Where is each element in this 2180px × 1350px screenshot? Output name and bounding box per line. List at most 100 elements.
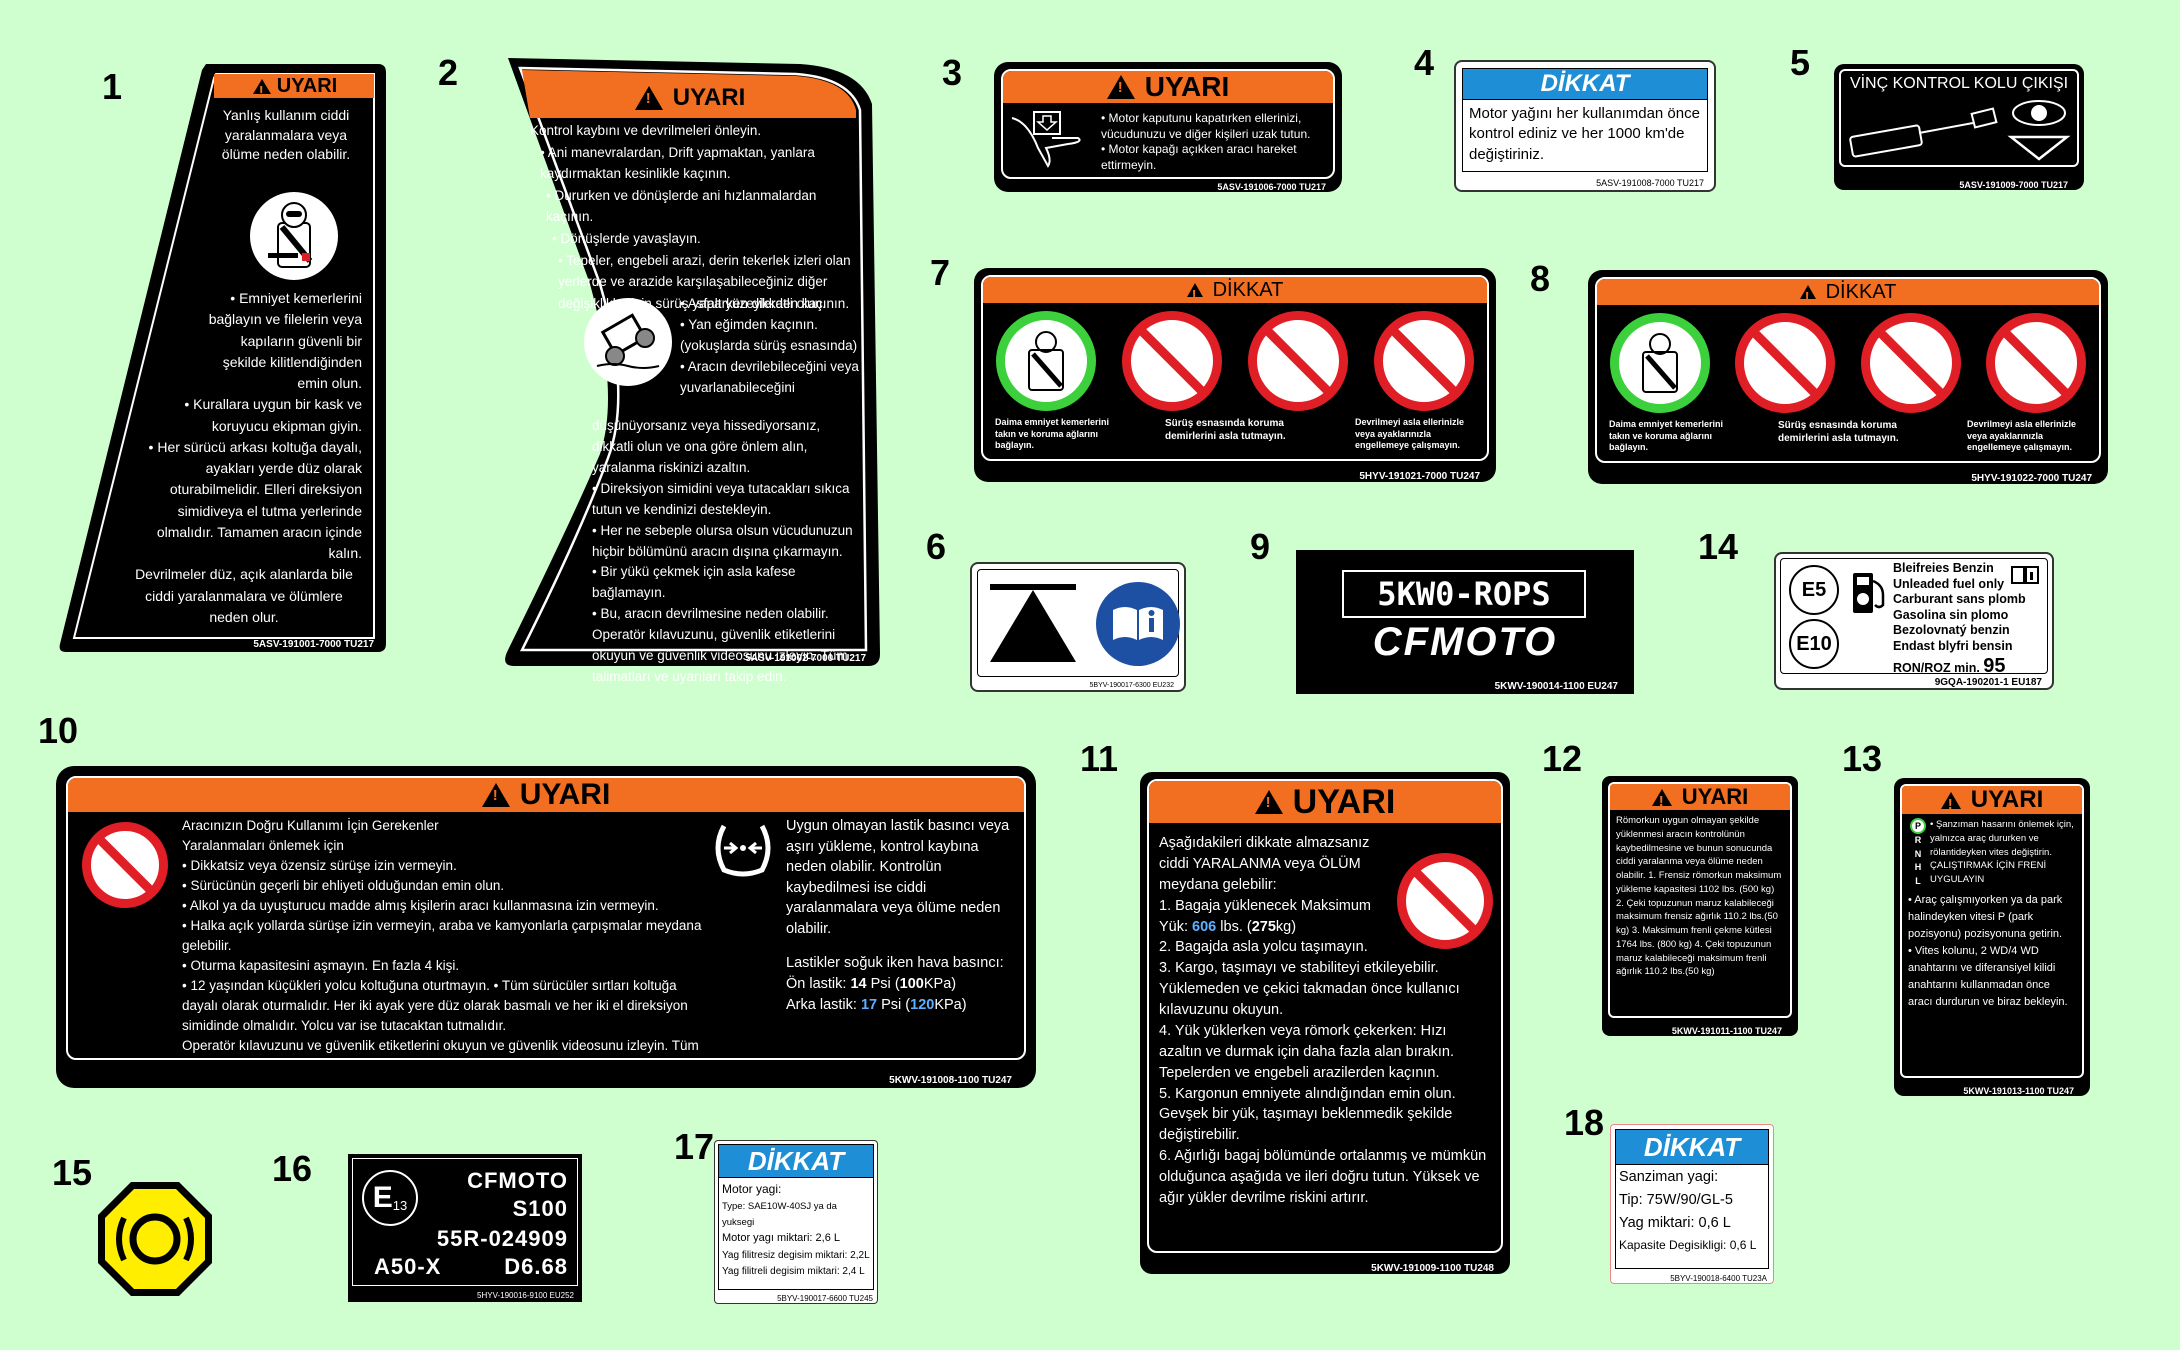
label-number-3: 3 [942,52,963,93]
label-16-value: D6.68 [504,1254,568,1279]
warning-triangle-icon [634,86,663,110]
label-16-model: S100 [512,1196,568,1221]
label-16-brand: CFMOTO [467,1168,568,1193]
label-9-brand: CFMOTO [1372,620,1558,664]
label-2-body-bottom: düşünüyorsanız veya hissediyorsanız, dik… [592,418,853,685]
label-16-class: A50-X [374,1254,442,1279]
label-11-body: Aşağıdakileri dikkate almazsanız ciddi Y… [1149,823,1501,1251]
label-16-code: 5HYV-190016-9100 EU252 [477,1291,574,1300]
label-number-7: 7 [930,252,951,293]
label-2-header: UYARI [540,80,840,116]
label-9-code: 5KWV-190014-1100 EU247 [1494,681,1618,692]
rollover-icon [584,298,672,386]
label-10-header: UYARI [68,778,1024,812]
label-3-code: 5ASV-191006-7000 TU217 [1217,182,1326,192]
label-number-16: 16 [272,1148,313,1189]
rear-tire-pressure: Arka lastik: 17 Psi (120KPa) [786,996,967,1013]
label-8-caution-pictograms: DİKKAT Daima emniyet kemerlerini takın v… [1588,270,2108,484]
read-manual-icon [1096,582,1180,666]
warning-triangle-icon [1254,790,1283,814]
label-number-10: 10 [38,710,79,751]
no-hold-bar-icon [1735,313,1836,413]
label-6-tip-manual: 5BYV-190017-6300 EU232 [970,562,1186,692]
label-2-code: 5ASV-191002-7000 TU217 [745,653,866,664]
label-13-code: 5KWV-191013-1100 TU247 [1963,1086,2074,1096]
seatbelt-ok-icon [996,311,1096,411]
seatbelt-ok-icon [1609,313,1710,413]
label-12-header: UYARI [1610,784,1790,810]
label-16-approval: 55R-024909 [436,1226,568,1251]
no-passenger-cargo-icon [1397,853,1493,949]
label-7-code: 5HYV-191021-7000 TU247 [1359,471,1480,482]
label-number-1: 1 [102,66,123,107]
label-number-9: 9 [1250,526,1271,567]
label-number-13: 13 [1842,738,1883,779]
label-9-model: 5KW0-ROPS [1342,570,1586,618]
label-number-5: 5 [1790,42,1811,83]
label-17-header: DİKKAT [719,1145,873,1178]
no-hold-rail-icon [1248,311,1348,411]
label-11-code: 5KWV-191009-1100 TU248 [1371,1263,1494,1274]
warning-triangle-icon [1106,75,1135,99]
e5-badge: E5 [1789,565,1839,615]
warning-triangle-icon [252,78,271,100]
no-alcohol-drugs-icon [82,822,168,908]
label-number-17: 17 [674,1126,715,1167]
label-1-code: 5ASV-191001-7000 TU217 [253,639,374,650]
label-number-6: 6 [926,526,947,567]
label-13-top-text: • Şanzıman hasarını önlemek için, yalnız… [1930,819,2074,886]
label-14-fuel: E5 E10 Bleifreies Benzin Unleaded fuel o… [1774,552,2054,690]
hand-pinch-icon [1003,103,1093,177]
label-13-body: • Araç çalışmıyorken ya da park halindey… [1908,894,2068,1009]
label-17-code: 5BYV-190017-6600 TU245 [777,1294,873,1303]
label-11-header: UYARI [1149,781,1501,823]
label-18-gear-oil-caution: DİKKAT Sanziman yagi: Tip: 75W/90/GL-5 Y… [1610,1124,1774,1284]
label-10-right-body: Uygun olmayan lastik basıncı veya aşırı … [782,812,1024,1058]
label-13-header: UYARI [1902,786,2082,814]
label-3-body: • Motor kaputunu kapatırken ellerinizi, … [1101,111,1311,172]
label-2-body-side: • Asfalt yüzeylerden kaçının. • Yan eğim… [680,296,859,395]
e10-badge: E10 [1789,619,1839,669]
label-1-seatbelt-warning: UYARI Yanlış kullanım ciddi yaralanmalar… [56,58,388,656]
winch-connector-icon [1849,100,2071,161]
label-number-8: 8 [1530,258,1551,299]
label-12-text: Römorkun uygun olmayan şekilde yüklenmes… [1616,815,1782,978]
label-2-rollover-warning: UYARI Kontrol kaybını ve devrilmeleri ön… [500,54,884,684]
label-18-body: Sanziman yagi: Tip: 75W/90/GL-5 Yag mikt… [1619,1169,1757,1252]
label-8-code: 5HYV-191022-7000 TU247 [1971,473,2092,484]
label-5-header: VİNÇ KONTROL KOLU ÇIKIŞI [1849,75,2069,92]
label-8-header: DİKKAT [1597,279,2099,306]
label-1-body: • Emniyet kemerlerini bağlayın ve filele… [135,290,362,625]
label-number-12: 12 [1542,738,1583,779]
fuel-pump-icon [1853,573,1885,613]
label-number-4: 4 [1414,42,1435,83]
label-3-header: UYARI [1003,71,1333,103]
label-14-text: Bleifreies Benzin Unleaded fuel only Car… [1893,561,2026,677]
front-tire-pressure: Ön lastik: 14 Psi (100KPa) [786,976,957,993]
label-9-rops-plate: 5KW0-ROPS CFMOTO 5KWV-190014-1100 EU247 [1296,550,1634,694]
tip-over-triangle-icon [990,584,1076,662]
seatbelt-icon [250,192,338,280]
label-18-header: DİKKAT [1616,1130,1768,1165]
brake-warning-octagon-icon [96,1180,214,1298]
no-hold-rail-icon [1860,313,1961,413]
label-10-usage-warning: UYARI Aracınızın Doğru Kullanımı İçin Ge… [56,766,1036,1088]
label-18-code: 5BYV-190018-6400 TU23A [1670,1274,1767,1283]
label-14-code: 9GQA-190201-1 EU187 [1934,677,2042,688]
tire-pressure-icon [710,820,782,880]
read-manual-icon [2011,566,2039,584]
warning-triangle-icon [1186,283,1203,304]
label-4-text: Motor yağını her kullanımdan önce kontro… [1469,105,1700,163]
label-10-left-body: Aracınızın Doğru Kullanımı İçin Gerekenl… [182,818,702,1058]
label-12-code: 5KWV-191011-1100 TU247 [1671,1026,1782,1036]
label-7-caution-pictograms: DİKKAT Daima emniyet kemerlerini takın v… [974,268,1496,482]
label-6-code: 5BYV-190017-6300 EU232 [1089,682,1174,689]
label-number-15: 15 [52,1152,93,1193]
label-10-code: 5KWV-191008-1100 TU247 [889,1075,1012,1086]
label-4-code: 5ASV-191008-7000 TU217 [1596,178,1704,188]
label-11-cargo-warning: UYARI Aşağıdakileri dikkate almazsanız c… [1140,772,1510,1274]
label-4-header: DİKKAT [1463,69,1707,100]
